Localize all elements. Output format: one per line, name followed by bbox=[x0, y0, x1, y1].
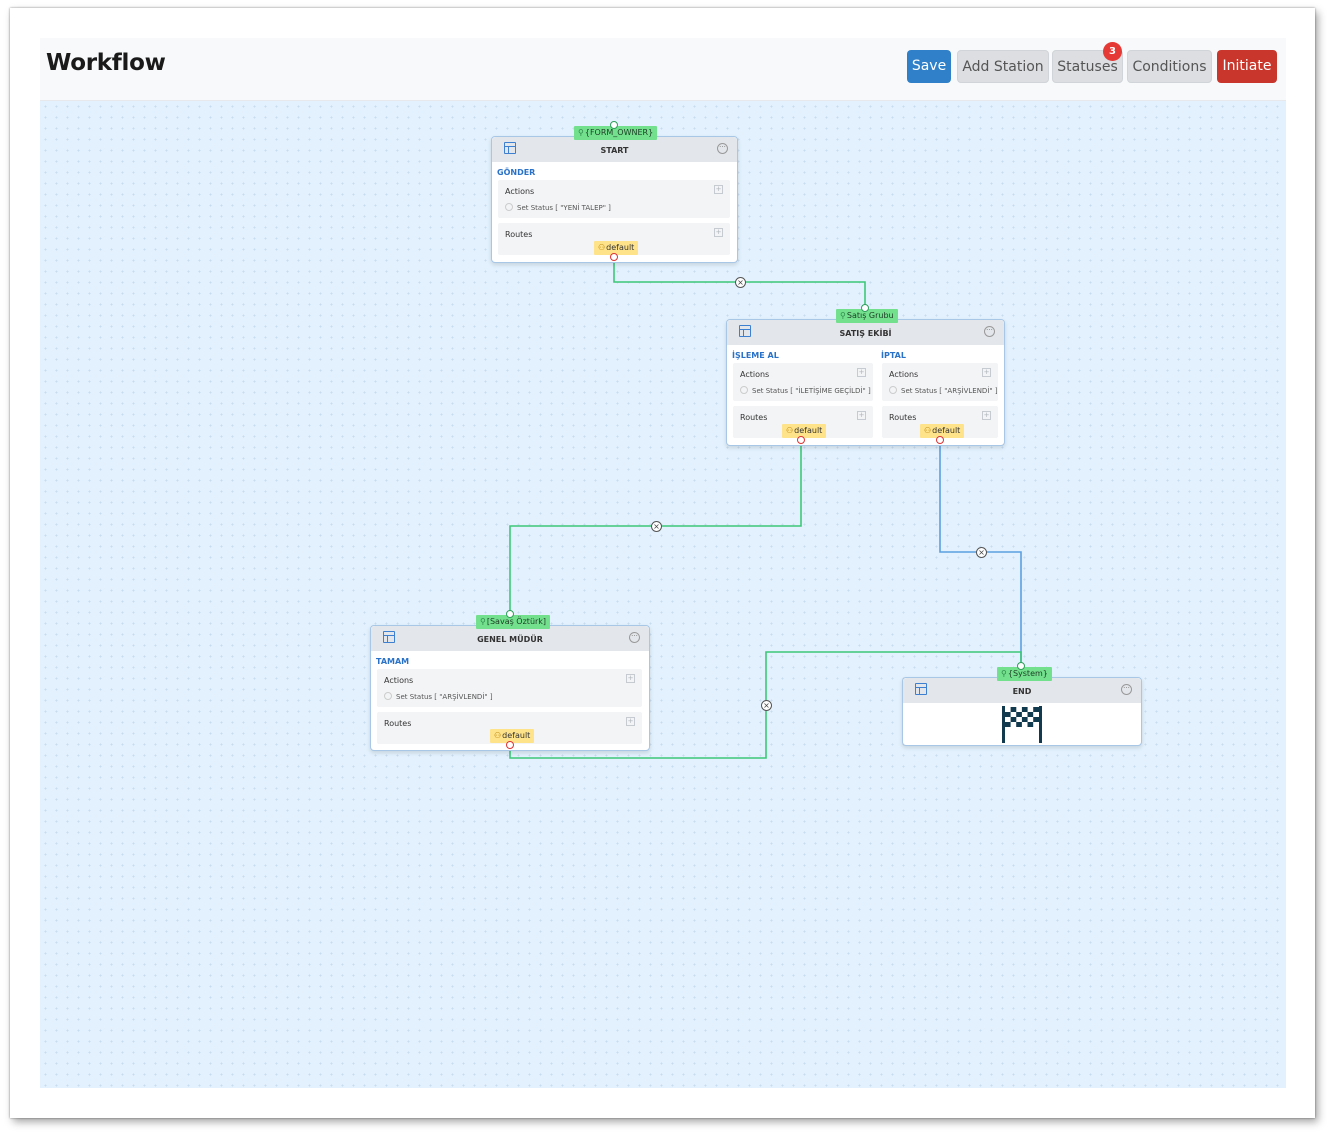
statuses-count-badge: 3 bbox=[1103, 42, 1122, 61]
add-action-icon[interactable]: + bbox=[857, 368, 866, 377]
edge-delete-icon[interactable]: × bbox=[761, 700, 772, 711]
station-header: SATIŞ EKİBİ ··· bbox=[727, 320, 1004, 345]
action-item: Set Status [ "İLETİŞİME GEÇİLDİ" ] bbox=[740, 386, 871, 395]
station-name: SATIŞ EKİBİ bbox=[839, 329, 892, 338]
conditions-button[interactable]: Conditions bbox=[1127, 50, 1212, 83]
input-port[interactable] bbox=[1017, 662, 1025, 670]
routes-label: Routes bbox=[384, 719, 412, 728]
add-route-icon[interactable]: + bbox=[626, 717, 635, 726]
station-header: START ··· bbox=[492, 137, 737, 162]
output-port[interactable] bbox=[610, 253, 618, 261]
input-port[interactable] bbox=[506, 610, 514, 618]
actions-panel: Actions + Set Status [ "İLETİŞİME GEÇİLD… bbox=[733, 363, 873, 401]
table-icon bbox=[739, 325, 751, 337]
edge-delete-icon[interactable]: × bbox=[651, 521, 662, 532]
action-item: Set Status [ "YENİ TALEP" ] bbox=[505, 203, 611, 212]
add-route-icon[interactable]: + bbox=[714, 228, 723, 237]
add-route-icon[interactable]: + bbox=[857, 411, 866, 420]
actions-label: Actions bbox=[740, 370, 770, 379]
actions-panel: Actions + Set Status [ "YENİ TALEP" ] bbox=[498, 180, 730, 218]
route-tag[interactable]: ⚇default bbox=[594, 241, 639, 255]
owner-tag[interactable]: ⚲Satış Grubu bbox=[836, 309, 898, 323]
add-route-icon[interactable]: + bbox=[982, 411, 991, 420]
transition-name: İŞLEME AL bbox=[732, 351, 779, 360]
station-header: END ··· bbox=[903, 678, 1141, 703]
actions-panel: Actions + Set Status [ "ARŞİVLENDİ" ] bbox=[377, 669, 642, 707]
station-name: END bbox=[1012, 687, 1032, 696]
more-options-icon[interactable]: ··· bbox=[629, 632, 640, 643]
station-satis-ekibi[interactable]: SATIŞ EKİBİ ··· İŞLEME AL İPTAL Actions … bbox=[726, 319, 1005, 446]
transition-name: İPTAL bbox=[881, 351, 906, 360]
routes-label: Routes bbox=[740, 413, 768, 422]
owner-tag[interactable]: ⚲[Savaş Öztürk] bbox=[476, 615, 551, 629]
actions-label: Actions bbox=[505, 187, 535, 196]
owner-tag[interactable]: ⚲{FORM_OWNER} bbox=[574, 126, 658, 140]
table-icon bbox=[915, 683, 927, 695]
action-item: Set Status [ "ARŞİVLENDİ" ] bbox=[384, 692, 493, 701]
actions-label: Actions bbox=[889, 370, 919, 379]
workflow-header: Workflow Save Add Station Statuses 3 Con… bbox=[40, 38, 1286, 101]
transition-name: GÖNDER bbox=[497, 168, 536, 177]
output-port[interactable] bbox=[936, 436, 944, 444]
input-port[interactable] bbox=[861, 304, 869, 312]
output-port[interactable] bbox=[506, 741, 514, 749]
route-tag[interactable]: ⚇default bbox=[920, 424, 965, 438]
add-action-icon[interactable]: + bbox=[626, 674, 635, 683]
input-port[interactable] bbox=[610, 121, 618, 129]
station-end[interactable]: END ··· bbox=[902, 677, 1142, 746]
routes-label: Routes bbox=[505, 230, 533, 239]
initiate-button[interactable]: Initiate bbox=[1217, 50, 1277, 83]
more-options-icon[interactable]: ··· bbox=[984, 326, 995, 337]
output-port[interactable] bbox=[797, 436, 805, 444]
edge-delete-icon[interactable]: × bbox=[735, 277, 746, 288]
more-options-icon[interactable]: ··· bbox=[1121, 684, 1132, 695]
add-action-icon[interactable]: + bbox=[982, 368, 991, 377]
more-options-icon[interactable]: ··· bbox=[717, 143, 728, 154]
table-icon bbox=[504, 142, 516, 154]
save-button[interactable]: Save bbox=[907, 50, 951, 83]
routes-label: Routes bbox=[889, 413, 917, 422]
action-item: Set Status [ "ARŞİVLENDİ" ] bbox=[889, 386, 998, 395]
station-start[interactable]: START ··· GÖNDER Actions + Set Status [ … bbox=[491, 136, 738, 263]
transition-name: TAMAM bbox=[376, 657, 410, 666]
statuses-button[interactable]: Statuses 3 bbox=[1052, 42, 1123, 83]
station-name: START bbox=[600, 146, 629, 155]
add-station-button[interactable]: Add Station bbox=[957, 50, 1049, 83]
actions-label: Actions bbox=[384, 676, 414, 685]
route-tag[interactable]: ⚇default bbox=[490, 729, 535, 743]
checkered-flag-icon bbox=[1002, 706, 1042, 743]
table-icon bbox=[383, 631, 395, 643]
route-tag[interactable]: ⚇default bbox=[782, 424, 827, 438]
station-genel-mudur[interactable]: GENEL MÜDÜR ··· TAMAM Actions + Set Stat… bbox=[370, 625, 650, 751]
station-name: GENEL MÜDÜR bbox=[477, 635, 543, 644]
add-action-icon[interactable]: + bbox=[714, 185, 723, 194]
station-header: GENEL MÜDÜR ··· bbox=[371, 626, 649, 651]
edge-delete-icon[interactable]: × bbox=[976, 547, 987, 558]
page-title: Workflow bbox=[46, 50, 166, 76]
actions-panel: Actions + Set Status [ "ARŞİVLENDİ" ] bbox=[882, 363, 998, 401]
owner-tag[interactable]: ⚲{System} bbox=[997, 667, 1052, 681]
statuses-label: Statuses bbox=[1057, 59, 1118, 75]
